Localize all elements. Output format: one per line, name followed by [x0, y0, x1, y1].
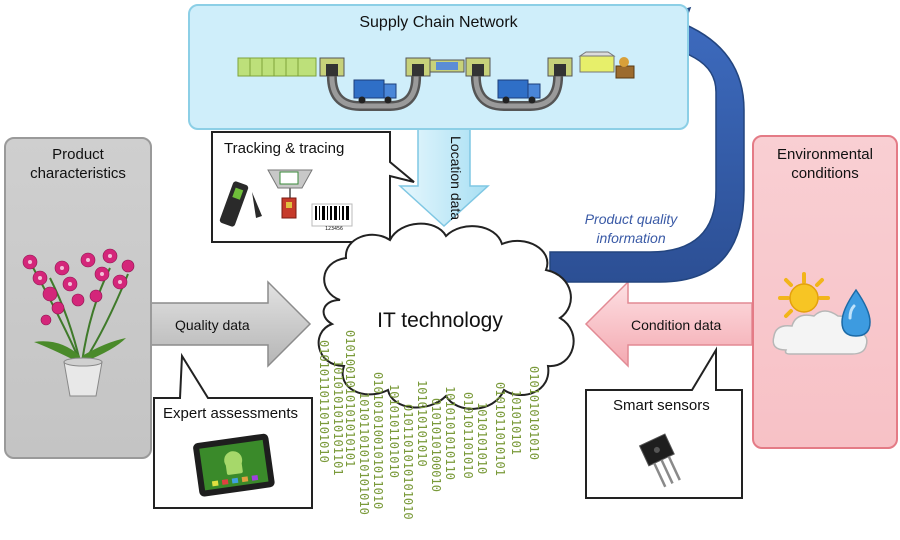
binary-stream: 1010101101010 — [387, 384, 401, 478]
it-technology-label: IT technology — [377, 309, 503, 332]
warehouse-icon — [465, 57, 491, 77]
warehouse-icon — [547, 57, 573, 77]
tracking-label: Tracking & tracing — [224, 140, 345, 157]
location-data-label: Location data — [448, 136, 464, 221]
barcode-scanner-icon — [219, 181, 262, 227]
barcode-number: 123456 — [324, 226, 344, 232]
expert-assessments-label: Expert assessments — [163, 405, 299, 422]
binary-stream: 0101010101010 — [527, 366, 541, 460]
binary-stream: 1010101010101101 — [331, 360, 345, 476]
barcode-icon — [311, 203, 353, 227]
binary-stream: 101010101 — [509, 390, 523, 456]
quality-data-arrow — [147, 280, 312, 368]
tracking-devices — [219, 169, 353, 227]
tracking-callout — [211, 131, 415, 243]
binary-stream: 101010101010 — [415, 380, 429, 467]
binary-stream: 10101101010101010 — [357, 392, 371, 515]
it-cloud — [317, 222, 575, 410]
location-data-arrow — [398, 125, 490, 228]
environmental-conditions-panel — [752, 135, 898, 449]
product-characteristics-title: Product characteristics — [30, 146, 126, 182]
product-quality-label: Product quality information — [584, 211, 678, 246]
truck-icon — [497, 79, 541, 104]
binary-stream: 0101010100010 — [429, 398, 443, 492]
store-icon — [578, 51, 635, 79]
greenhouse-icon — [237, 57, 317, 77]
rfid-tag-icon — [267, 169, 313, 219]
binary-stream: 0101001010101010101 — [343, 330, 357, 468]
binary-stream: 1010101010110 — [443, 386, 457, 480]
condition-data-label: Condition data — [631, 317, 722, 333]
warehouse-icon — [319, 57, 345, 77]
truck-icon — [353, 79, 397, 104]
environmental-conditions-title: Environmental conditions — [777, 146, 873, 182]
supply-chain-illustration — [237, 51, 635, 111]
smart-sensors-label: Smart sensors — [613, 397, 710, 414]
binary-stream: 01010110110101010 — [317, 340, 331, 463]
water-drop-icon — [841, 288, 871, 337]
binary-stream: 010101101010 — [461, 392, 475, 479]
binary-stream: 1010101010 — [475, 402, 489, 475]
binary-stream: 0101011010101 — [493, 382, 507, 476]
orchid-plant-icon — [22, 248, 135, 397]
tablet-icon — [193, 433, 275, 497]
quality-data-label: Quality data — [175, 317, 250, 333]
condition-data-arrow — [584, 280, 753, 368]
sun-icon — [778, 272, 830, 318]
sensors-callout — [585, 346, 743, 499]
sensor-chip-icon — [638, 433, 681, 488]
weather-icon — [772, 272, 871, 355]
binary-stream: 0101010100101011010 — [371, 372, 385, 510]
binary-stream: 0101101010101010 — [401, 404, 415, 520]
warehouse-icon — [405, 57, 431, 77]
supply-chain-title: Supply Chain Network — [359, 14, 518, 31]
